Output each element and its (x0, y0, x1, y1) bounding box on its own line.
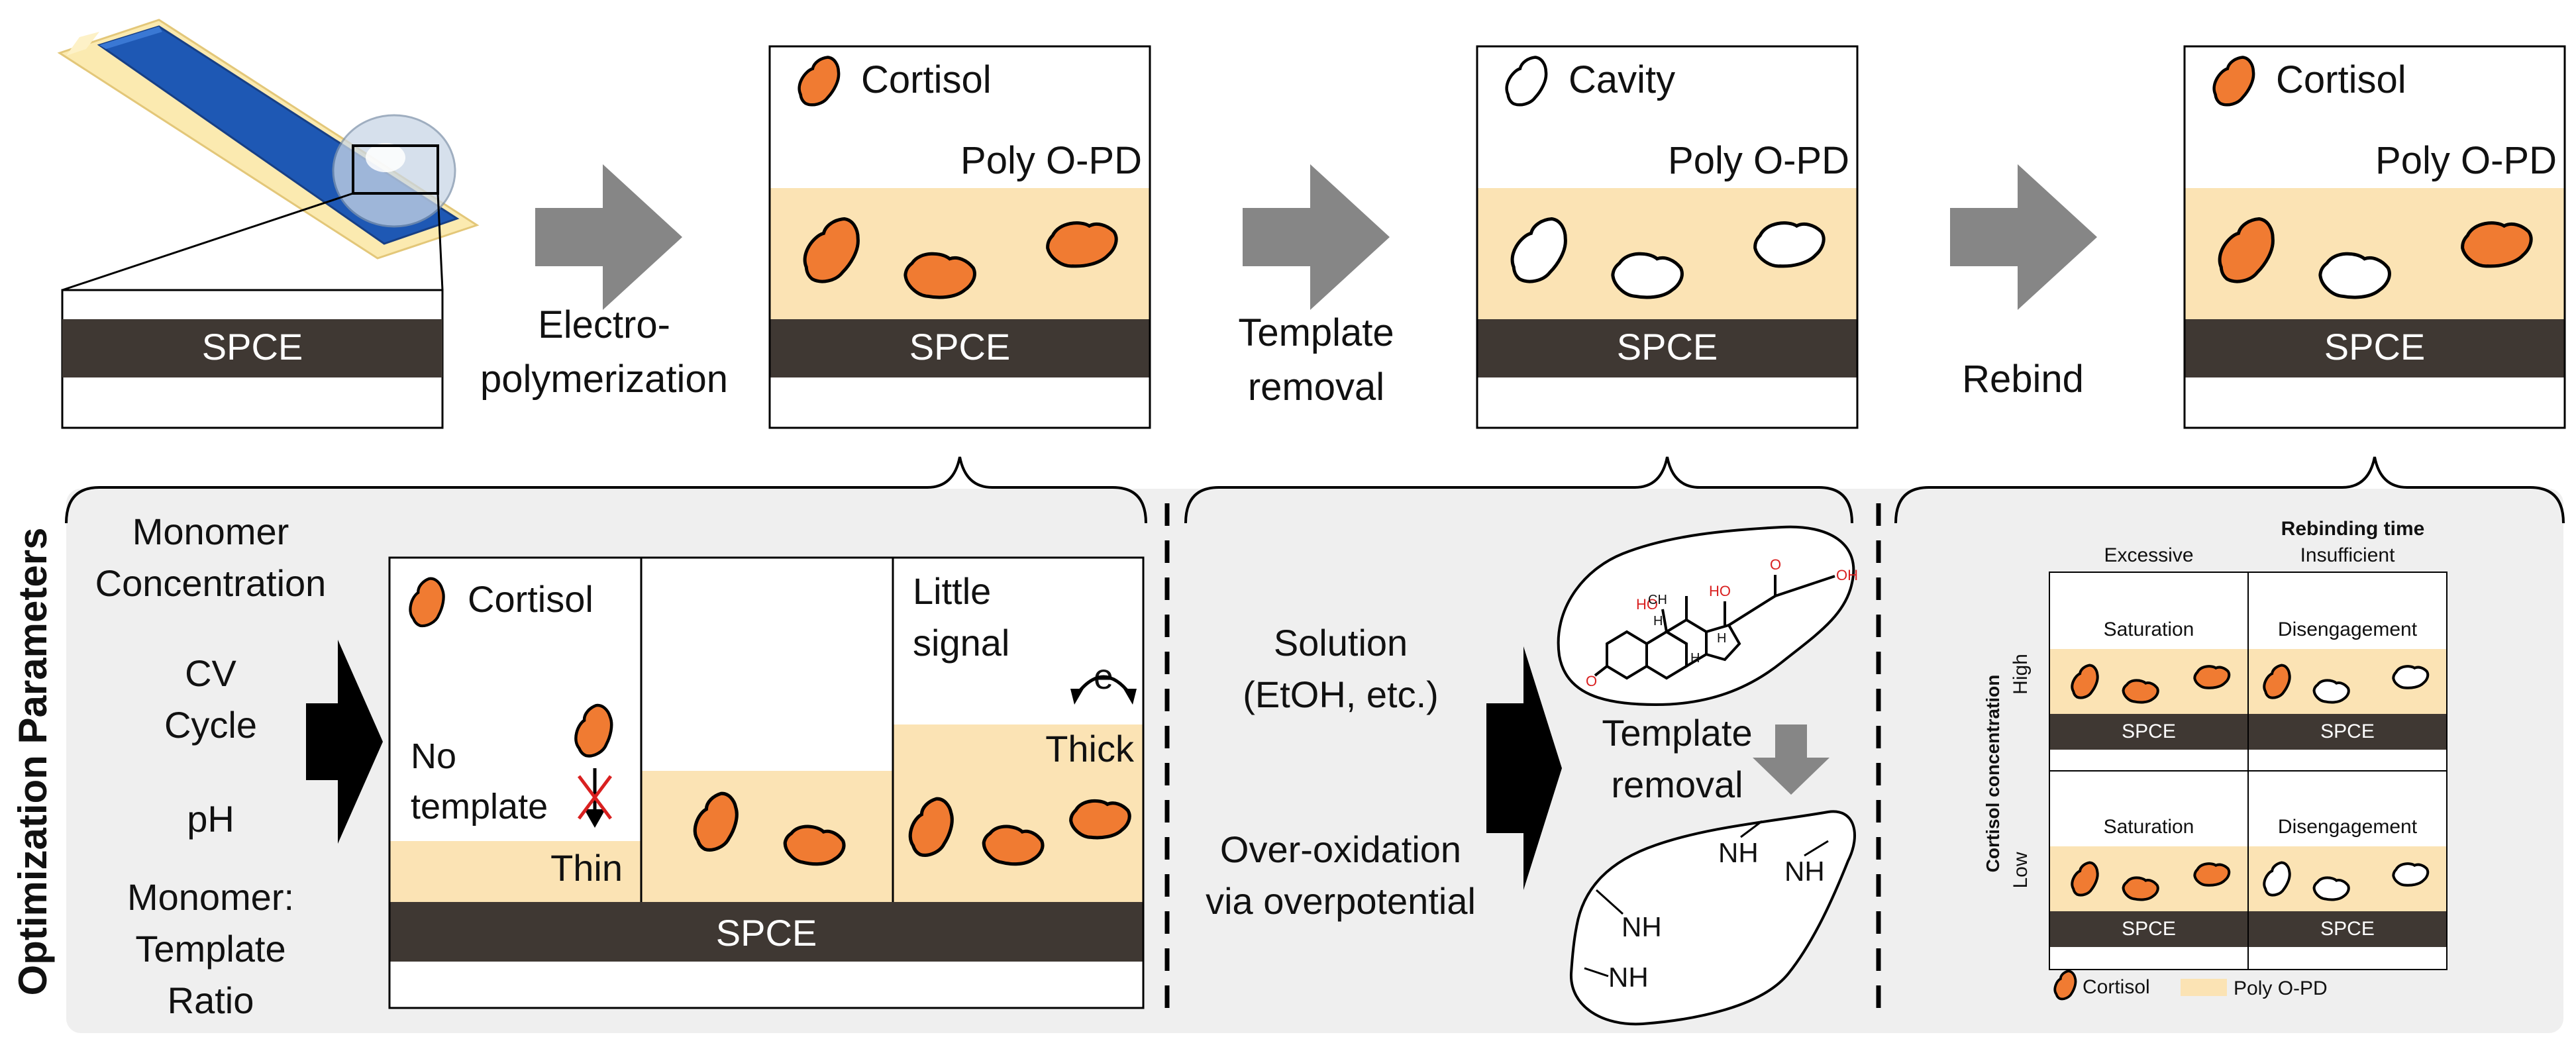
template-removal-line1: Template (1602, 712, 1752, 754)
panel1-layer-label: Poly O-PD (960, 139, 1142, 182)
spce-label: SPCE (2122, 721, 2176, 742)
param-text: Cycle (164, 704, 257, 746)
cell-label: Disengagement (2278, 816, 2418, 838)
brace-right (1894, 456, 2565, 524)
nh-label: NH (1622, 911, 1662, 942)
param-text: Template (135, 928, 285, 970)
template-removal-line2: removal (1611, 764, 1743, 805)
mol-label: HO (1636, 596, 1658, 613)
panel3-layer-label: Poly O-PD (2375, 139, 2557, 182)
spce-label: SPCE (2320, 918, 2375, 940)
brace-middle (1184, 456, 1853, 524)
solution-line2: (EtOH, etc.) (1243, 674, 1439, 715)
cell-label: Saturation (2104, 619, 2194, 640)
mol-label: H (1717, 631, 1726, 646)
mol-label: H (1690, 651, 1700, 666)
spce-label: SPCE (202, 326, 303, 368)
arrow-down-gray (1753, 724, 1829, 795)
nh-label: NH (1784, 856, 1825, 887)
mol-label: H (1653, 614, 1663, 628)
rebind-col1: Excessive (2104, 544, 2193, 566)
param-text: Concentration (95, 562, 327, 604)
panel-cavity: Cavity Poly O-PD SPCE (1476, 45, 1859, 429)
step-template-removal-line1: Template (1238, 311, 1394, 354)
rebind-row2: Low (2010, 852, 2032, 888)
panel3-legend: Cortisol (2276, 58, 2406, 101)
panel-rebind: Cortisol Poly O-PD SPCE (2183, 45, 2566, 429)
cortisol-molecule: HO H CH HO O OH H H O (1557, 525, 1858, 707)
step-rebind: Rebind (1962, 358, 2084, 401)
thickness-panel: Cortisol No template Thin Little signal … (388, 556, 1145, 1009)
solution-line1: Solution (1274, 622, 1408, 664)
overox-line2: via overpotential (1206, 880, 1476, 922)
spce-label: SPCE (2320, 721, 2375, 742)
cell-label: Disengagement (2278, 619, 2418, 640)
mol-label: O (1586, 673, 1597, 689)
nh-label: NH (1718, 837, 1759, 868)
cell-label: Saturation (2104, 816, 2194, 838)
mol-label: CH (1648, 593, 1667, 607)
no-template-line2: template (411, 787, 548, 826)
rebind-ylabel: Cortisol concentration (1983, 675, 2003, 873)
spce-label: SPCE (1617, 326, 1718, 368)
arrow-black (1486, 646, 1562, 890)
step-electropolymerization-line2: polymerization (480, 358, 728, 401)
overox-line1: Over-oxidation (1220, 828, 1461, 870)
arrow-electropolymerization (535, 164, 682, 310)
mol-label: O (1770, 556, 1781, 573)
param-text: Monomer: (127, 876, 294, 918)
panel-polymerized: Cortisol Poly O-PD SPCE (768, 45, 1151, 429)
nh-label: NH (1608, 962, 1649, 993)
rebind-col2: Insufficient (2300, 544, 2396, 566)
side-title: Optimization Parameters (11, 528, 55, 996)
thickness-legend: Cortisol (468, 578, 593, 620)
mol-label: HO (1709, 583, 1731, 599)
legend-layer-swatch (2181, 979, 2227, 996)
spce-label: SPCE (909, 326, 1011, 368)
thin-label: Thin (550, 847, 623, 889)
zoom-spce-box: SPCE (61, 289, 444, 429)
arrow-template-removal (1243, 164, 1390, 310)
spce-label: SPCE (2122, 918, 2176, 940)
param-text: Ratio (168, 979, 254, 1021)
param-text: pH (187, 798, 234, 840)
brace-left (65, 456, 1147, 524)
param-text: Monomer (132, 511, 289, 552)
panel2-layer-label: Poly O-PD (1668, 139, 1849, 182)
arrow-black (306, 640, 383, 844)
no-template-line1: No (411, 736, 456, 776)
rebind-grid: Rebinding time Excessive Insufficient Co… (1983, 518, 2447, 1004)
legend-layer: Poly O-PD (2234, 977, 2328, 999)
spce-label: SPCE (716, 912, 817, 954)
arrow-rebind (1950, 164, 2097, 310)
legend-cortisol: Cortisol (2083, 976, 2150, 998)
step-electropolymerization-line1: Electro- (538, 303, 670, 346)
electrode-illustration (57, 19, 480, 291)
rebind-row1: High (2010, 654, 2032, 695)
step-template-removal-line2: removal (1248, 366, 1384, 409)
little-signal-line2: signal (913, 622, 1009, 664)
spce-label: SPCE (2324, 326, 2426, 368)
panel1-legend: Cortisol (861, 58, 992, 101)
cavity-polymer: NH NH NH NH (1569, 810, 1856, 1026)
electron-arc-icon (1076, 675, 1131, 695)
mol-label: OH (1836, 567, 1858, 583)
panel2-legend: Cavity (1569, 58, 1675, 101)
param-text: CV (185, 652, 236, 694)
thick-label: Thick (1045, 728, 1135, 770)
rebind-title: Rebinding time (2281, 518, 2425, 540)
little-signal-line1: Little (913, 570, 991, 612)
